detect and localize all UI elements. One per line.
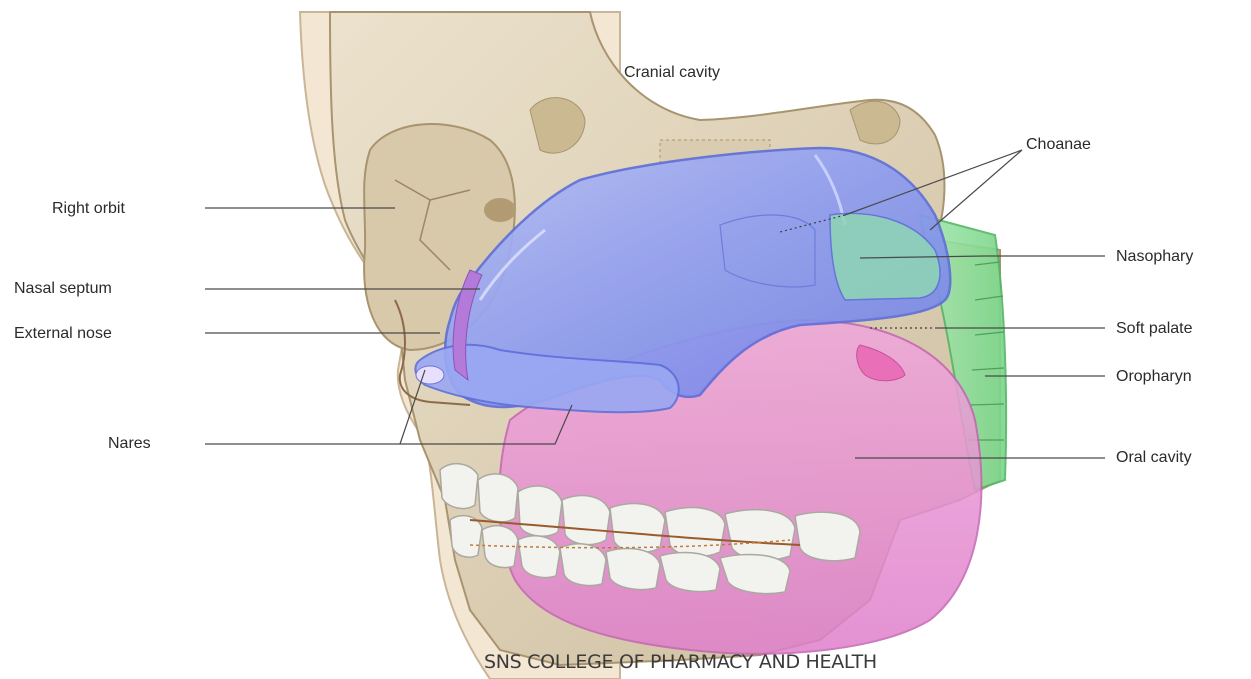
label-nasal-septum: Nasal septum	[14, 280, 112, 298]
label-nasopharynx: Nasophary	[1116, 248, 1193, 266]
label-oral-cavity: Oral cavity	[1116, 449, 1192, 467]
label-right-orbit: Right orbit	[52, 200, 125, 218]
label-choanae: Choanae	[1026, 136, 1091, 154]
label-external-nose: External nose	[14, 325, 112, 343]
label-cranial-cavity: Cranial cavity	[624, 64, 720, 82]
label-soft-palate: Soft palate	[1116, 320, 1193, 338]
label-oropharynx: Oropharyn	[1116, 368, 1192, 386]
footer-college-name: SNS COLLEGE OF PHARMACY AND HEALTH	[484, 651, 877, 673]
label-nares: Nares	[108, 435, 151, 453]
